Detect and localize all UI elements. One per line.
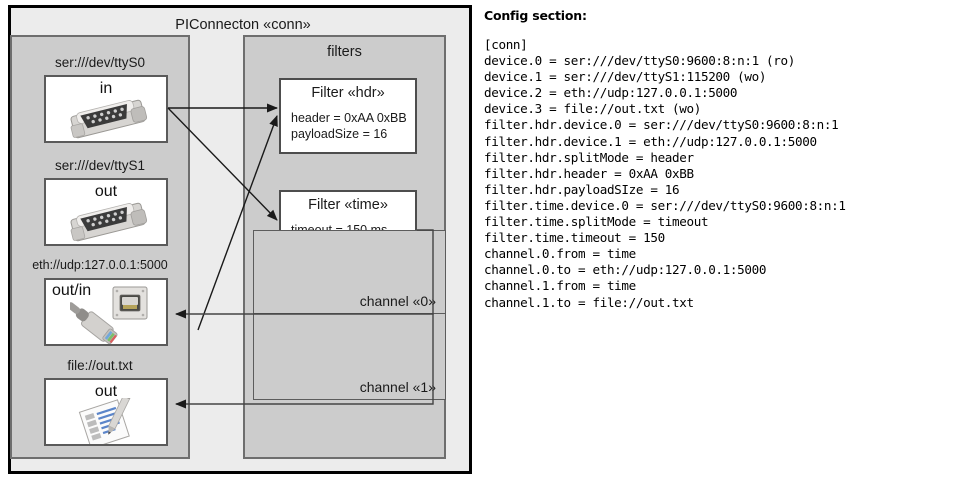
channel-box-1[interactable]: channel «1» <box>253 313 446 400</box>
device-box-eth[interactable]: out/in <box>44 278 168 346</box>
serial-port-icon <box>62 97 154 141</box>
device-direction-file: out <box>94 383 118 400</box>
filter-prop: payloadSize = 16 <box>291 127 388 141</box>
config-line: filter.hdr.splitMode = header <box>484 149 694 165</box>
device-label-eth: eth://udp:127.0.0.1:5000 <box>32 258 168 272</box>
filter-prop: header = 0xAA 0xBB <box>291 111 407 125</box>
config-line: device.0 = ser:///dev/ttyS0:9600:8:n:1 (… <box>484 53 795 69</box>
config-heading: Config section: <box>484 8 587 23</box>
config-line: channel.0.to = eth://udp:127.0.0.1:5000 <box>484 262 767 278</box>
config-line: [conn] <box>484 37 528 52</box>
config-section: Config section: [conn]device.0 = ser:///… <box>484 8 960 311</box>
config-line: filter.time.device.0 = ser:///dev/ttyS0:… <box>484 197 846 213</box>
device-direction-ttys0: in <box>99 80 113 97</box>
config-line: device.2 = eth://udp:127.0.0.1:5000 <box>484 85 738 101</box>
device-box-ttys1[interactable]: out <box>44 178 168 246</box>
diagram-title: PIConnecton «conn» <box>175 17 311 33</box>
config-text: [conn]device.0 = ser:///dev/ttyS0:9600:8… <box>484 37 960 311</box>
config-line: device.1 = ser:///dev/ttyS1:115200 (wo) <box>484 69 767 85</box>
filter-props-hdr: header = 0xAA 0xBB payloadSize = 16 <box>291 110 407 142</box>
config-line: filter.hdr.device.1 = eth://udp:127.0.0.… <box>484 133 817 149</box>
config-line: filter.time.timeout = 150 <box>484 230 665 246</box>
device-direction-ttys1: out <box>94 183 118 200</box>
config-line: channel.1.to = file://out.txt <box>484 294 694 310</box>
device-direction-eth: out/in <box>52 282 92 299</box>
device-label-ttys0: ser:///dev/ttyS0 <box>54 55 146 70</box>
filters-panel-title: filters <box>327 44 362 60</box>
device-label-file: file://out.txt <box>67 358 133 373</box>
config-line: filter.hdr.header = 0xAA 0xBB <box>484 165 694 181</box>
serial-port-icon <box>62 200 154 244</box>
filter-title-time: Filter «time» <box>308 197 388 213</box>
filter-card-hdr[interactable]: Filter «hdr» header = 0xAA 0xBB payloadS… <box>279 78 417 154</box>
config-line: device.3 = file://out.txt (wo) <box>484 101 701 117</box>
device-box-file[interactable]: out <box>44 378 168 446</box>
config-line: filter.hdr.payloadSIze = 16 <box>484 181 680 197</box>
config-line: filter.time.splitMode = timeout <box>484 214 709 230</box>
config-line: channel.1.from = time <box>484 278 636 294</box>
channel-label-0: channel «0» <box>359 293 436 309</box>
config-line: channel.0.from = time <box>484 246 636 262</box>
channel-label-1: channel «1» <box>359 379 436 395</box>
text-document-icon <box>76 391 146 444</box>
channel-box-0[interactable]: channel «0» <box>253 230 446 314</box>
ethernet-jack-icon <box>67 284 166 344</box>
filter-title-hdr: Filter «hdr» <box>311 85 385 101</box>
device-label-ttys1: ser:///dev/ttyS1 <box>54 158 146 173</box>
device-box-ttys0[interactable]: in <box>44 75 168 143</box>
config-line: filter.hdr.device.0 = ser:///dev/ttyS0:9… <box>484 117 839 133</box>
